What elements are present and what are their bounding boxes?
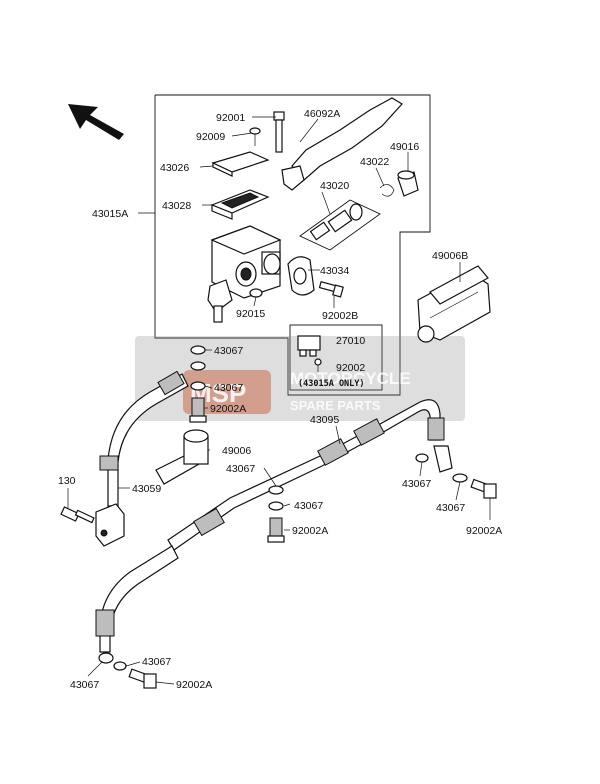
label-43015A: 43015A: [92, 208, 128, 220]
banjo-bolt-130: [60, 506, 95, 524]
dust-boot: [397, 170, 419, 197]
clamp: [287, 256, 315, 296]
label-43067-c: 43067: [226, 463, 255, 475]
up-left-arrow-icon: [68, 104, 124, 140]
pivot-bolt: [273, 111, 285, 153]
label-note: (43015A ONLY): [298, 379, 365, 389]
label-43095: 43095: [310, 414, 339, 426]
lower-hose: [95, 545, 179, 689]
label-43067-f: 43067: [436, 502, 465, 514]
hose-43095: [167, 399, 445, 551]
upper-hose-left: [95, 370, 189, 547]
piston-kit: [299, 199, 381, 251]
joint-49006: [155, 429, 209, 485]
reservoir-cap: [211, 151, 270, 177]
label-92002A-b: 92002A: [292, 525, 328, 537]
label-43034: 43034: [320, 265, 349, 277]
label-43067-h: 43067: [70, 679, 99, 691]
label-92002A-d: 92002A: [176, 679, 212, 691]
label-49006: 49006: [222, 445, 251, 457]
master-cylinder-body: [207, 225, 282, 323]
label-92015: 92015: [236, 308, 265, 320]
label-46092A: 46092A: [304, 108, 340, 120]
label-92002: 92002: [336, 362, 365, 374]
label-49006B: 49006B: [432, 250, 468, 262]
switch-screw: [314, 358, 322, 372]
label-43022: 43022: [360, 156, 389, 168]
clamp-bolt: [318, 281, 344, 298]
assembly-frame: [138, 94, 431, 396]
label-43067-a: 43067: [214, 345, 243, 357]
watermark: MSP MOTORCYCLE SPARE PARTS: [135, 336, 465, 421]
label-43067-b: 43067: [214, 382, 243, 394]
label-92002B: 92002B: [322, 310, 358, 322]
label-49016: 49016: [390, 141, 419, 153]
brake-lever: [281, 97, 403, 191]
upper-washers: [189, 345, 207, 423]
label-92002A-c: 92002A: [466, 525, 502, 537]
label-43028: 43028: [162, 200, 191, 212]
washer-92015: [249, 288, 263, 298]
callout-labels: 92001 46092A 92009 49016 43022 43026 430…: [58, 108, 502, 691]
master-cylinder-cover: [417, 265, 491, 343]
label-43067-g: 43067: [142, 656, 171, 668]
label-43026: 43026: [160, 162, 189, 174]
leader-lines: [67, 116, 491, 685]
watermark-line1: MOTORCYCLE: [290, 369, 411, 388]
label-43067-d: 43067: [294, 500, 323, 512]
label-92009: 92009: [196, 131, 225, 143]
label-43020: 43020: [320, 180, 349, 192]
watermark-line2: SPARE PARTS: [290, 398, 381, 413]
label-43059: 43059: [132, 483, 161, 495]
label-130: 130: [58, 475, 76, 487]
label-43067-e: 43067: [402, 478, 431, 490]
label-27010: 27010: [336, 335, 365, 347]
cap-screw: [249, 127, 261, 146]
label-92002A-a: 92002A: [210, 403, 246, 415]
label-92001: 92001: [216, 112, 245, 124]
right-banjo: [415, 445, 497, 499]
brake-switch: [297, 335, 321, 357]
diaphragm: [210, 189, 270, 220]
middle-washers: [267, 485, 285, 543]
circlip: [379, 184, 395, 197]
